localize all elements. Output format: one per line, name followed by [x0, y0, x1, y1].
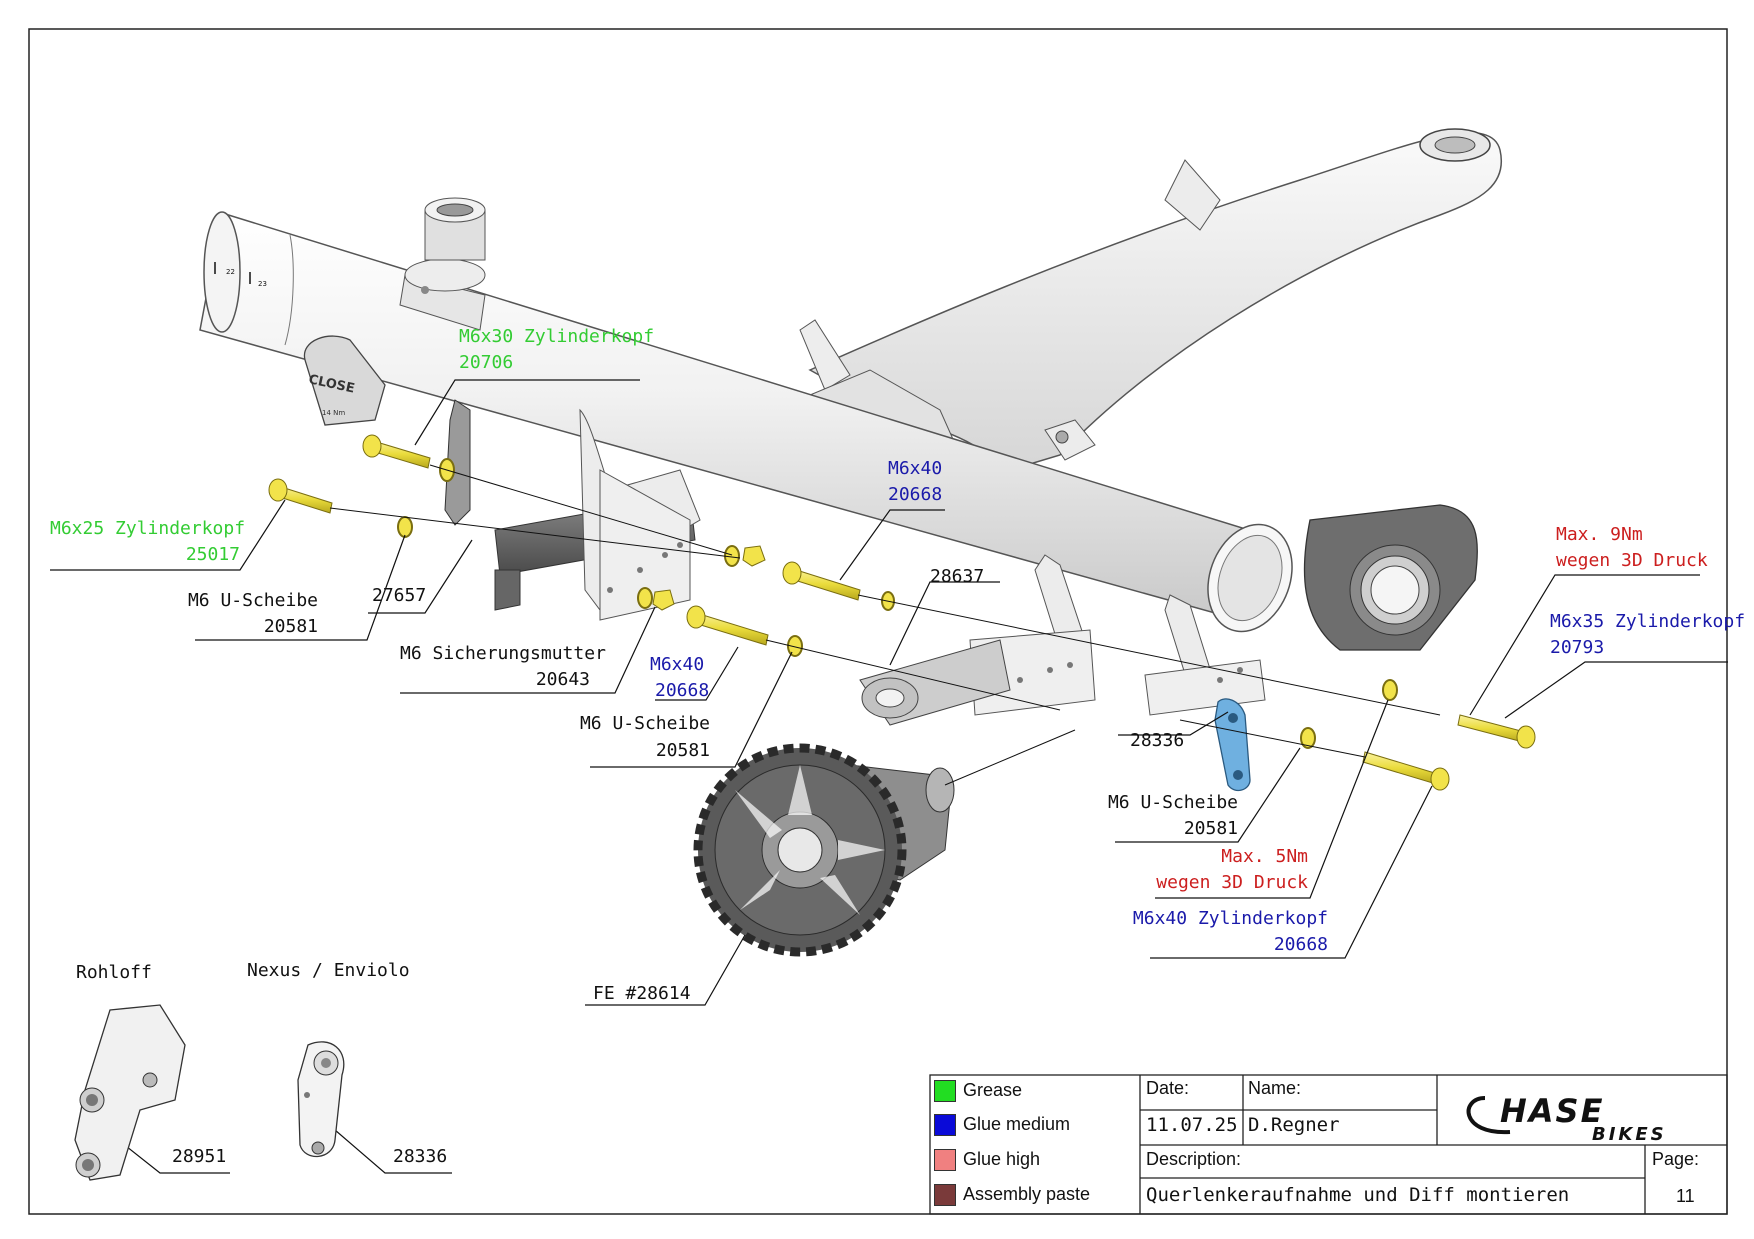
label-sprocket: FE #28614: [593, 983, 691, 1004]
label-28336: 28336: [1130, 730, 1185, 751]
hase-bikes-logo: HASE BIKES: [1466, 1092, 1667, 1145]
legend-swatch-glue-medium: [934, 1114, 956, 1136]
label-uscheibe-mid-num: 20581: [655, 740, 710, 761]
seatpost-clamp: [399, 197, 486, 331]
legend-swatch-glue-high: [934, 1149, 956, 1171]
label-m6x40-right-num: 20668: [1273, 934, 1328, 955]
label-max9-line1: Max. 9Nm: [1556, 524, 1643, 545]
bracket-27657: [444, 399, 701, 621]
logo-main: HASE: [1500, 1092, 1604, 1130]
quick-release-lever: CLOSE 14 Nm: [303, 335, 386, 426]
label-m6x30-num: 20706: [459, 352, 514, 373]
fasteners: [268, 434, 1536, 791]
description-label: Description:: [1146, 1149, 1242, 1169]
title-block-grid: [929, 1074, 1728, 1215]
assembly-axes: [329, 464, 1441, 786]
logo-sub: BIKES: [1592, 1124, 1667, 1145]
label-uscheibe-right-name: M6 U-Scheibe: [1107, 792, 1238, 813]
label-mutter-num: 20643: [535, 669, 590, 690]
washer-right-a: [1382, 679, 1398, 701]
label-27657: 27657: [372, 585, 427, 606]
bearing-housing: [1303, 504, 1478, 651]
page-value: 11: [1676, 1186, 1695, 1206]
label-uscheibe-right-num: 20581: [1183, 818, 1238, 839]
label-m6x40-mid-num: 20668: [655, 680, 710, 701]
legend-label-assembly-paste: Assembly paste: [963, 1184, 1091, 1204]
bolt-m6x40-top: [782, 561, 861, 601]
name-value: D.Regner: [1248, 1114, 1340, 1136]
label-uscheibe-left-num: 20581: [263, 616, 318, 637]
nexus-part-28336: [297, 1041, 345, 1158]
nut-mid-a: [742, 545, 766, 567]
scale-label-23: 23: [258, 280, 267, 288]
label-m6x35-name: M6x35 Zylinderkopf: [1550, 611, 1746, 632]
label-max9-line2: wegen 3D Druck: [1556, 550, 1708, 571]
washer-mid-c: [787, 635, 803, 657]
label-m6x40-mid-name: M6x40: [650, 654, 705, 675]
bolt-m6x40-right: [1362, 751, 1450, 791]
leader-lines: [50, 379, 1728, 1174]
blue-link-28336: [1214, 698, 1251, 792]
washer-left: [397, 516, 413, 538]
label-m6x40-top-name: M6x40: [888, 458, 943, 479]
page-border: [28, 28, 1728, 1215]
label-mutter-name: M6 Sicherungsmutter: [400, 643, 606, 664]
label-uscheibe-mid-name: M6 U-Scheibe: [579, 713, 710, 734]
bolt-m6x40-mid: [686, 605, 769, 646]
legend-label-grease: Grease: [963, 1080, 1023, 1100]
scale-label-22: 22: [226, 268, 235, 276]
washer-right-b: [1300, 727, 1316, 749]
washer-mid-b: [637, 587, 653, 609]
nut-mid-b: [652, 589, 675, 611]
label-nexus: Nexus / Enviolo: [247, 960, 410, 981]
legend-label-glue-medium: Glue medium: [963, 1114, 1071, 1134]
label-uscheibe-left-name: M6 U-Scheibe: [187, 590, 318, 611]
description-value: Querlenkeraufnahme und Diff montieren: [1146, 1184, 1570, 1206]
differential-sprocket: [693, 743, 955, 957]
label-28637: 28637: [930, 566, 985, 587]
label-28336-small: 28336: [393, 1146, 448, 1167]
legend-swatch-grease: [934, 1080, 956, 1102]
label-m6x40-top-num: 20668: [888, 484, 943, 505]
label-max5-line2: wegen 3D Druck: [1156, 872, 1308, 893]
label-rohloff: Rohloff: [76, 962, 152, 983]
date-value: 11.07.25: [1146, 1114, 1238, 1136]
bracket-28637: [859, 554, 1096, 726]
page-label: Page:: [1652, 1149, 1700, 1169]
label-m6x40-right-name: M6x40 Zylinderkopf: [1132, 908, 1328, 929]
name-label: Name:: [1248, 1078, 1302, 1098]
label-m6x25-num: 25017: [185, 544, 240, 565]
bolt-m6x25: [268, 478, 333, 514]
label-28951: 28951: [172, 1146, 227, 1167]
bolt-m6x35: [1457, 714, 1536, 749]
legend-swatch-assembly-paste: [934, 1184, 956, 1206]
date-label: Date:: [1146, 1078, 1190, 1098]
rohloff-part-28951: [74, 1004, 186, 1181]
legend-label-glue-high: Glue high: [963, 1149, 1041, 1169]
label-max5-line1: Max. 5Nm: [1221, 846, 1308, 867]
label-m6x25-name: M6x25 Zylinderkopf: [50, 518, 246, 539]
label-m6x35-num: 20793: [1550, 637, 1605, 658]
bolt-m6x30: [362, 434, 431, 469]
torque-text: 14 Nm: [322, 409, 345, 417]
label-m6x30-name: M6x30 Zylinderkopf: [459, 326, 655, 347]
